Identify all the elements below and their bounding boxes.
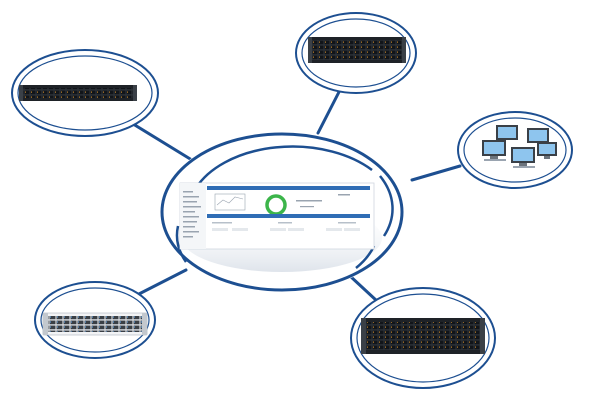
center-hub bbox=[160, 132, 404, 292]
rack-server-1u-icon bbox=[19, 85, 137, 101]
hub-ring-outer bbox=[160, 132, 404, 292]
sidebar-items bbox=[183, 191, 201, 238]
rack-server-2u-icon bbox=[308, 37, 406, 63]
node-bottom-left bbox=[34, 281, 156, 359]
management-ui-panel bbox=[179, 182, 375, 250]
panel-mini-chart bbox=[214, 193, 246, 211]
panel-stat-lines bbox=[296, 194, 350, 208]
client-workstations-icon bbox=[482, 125, 557, 168]
hub-arc-lower-left bbox=[175, 225, 188, 263]
connector-top-left bbox=[123, 117, 202, 167]
rack-server-2u-light-icon bbox=[42, 312, 148, 336]
connector-bottom-left bbox=[133, 268, 188, 298]
connector-lines bbox=[123, 88, 462, 303]
rack-server-3u-icon bbox=[361, 318, 485, 354]
connector-bottom-right bbox=[348, 274, 379, 303]
connector-top bbox=[316, 88, 342, 135]
node-top bbox=[295, 12, 417, 94]
hub-arc-upper bbox=[194, 145, 373, 189]
node-right bbox=[457, 111, 573, 189]
node-top-left bbox=[11, 49, 159, 137]
panel-header-bar bbox=[207, 186, 370, 190]
hub-arc-right bbox=[379, 175, 394, 237]
panel-table-rows bbox=[212, 222, 360, 231]
panel-section-bar bbox=[207, 214, 370, 218]
connector-right bbox=[410, 164, 462, 182]
node-bottom-right bbox=[350, 287, 496, 389]
